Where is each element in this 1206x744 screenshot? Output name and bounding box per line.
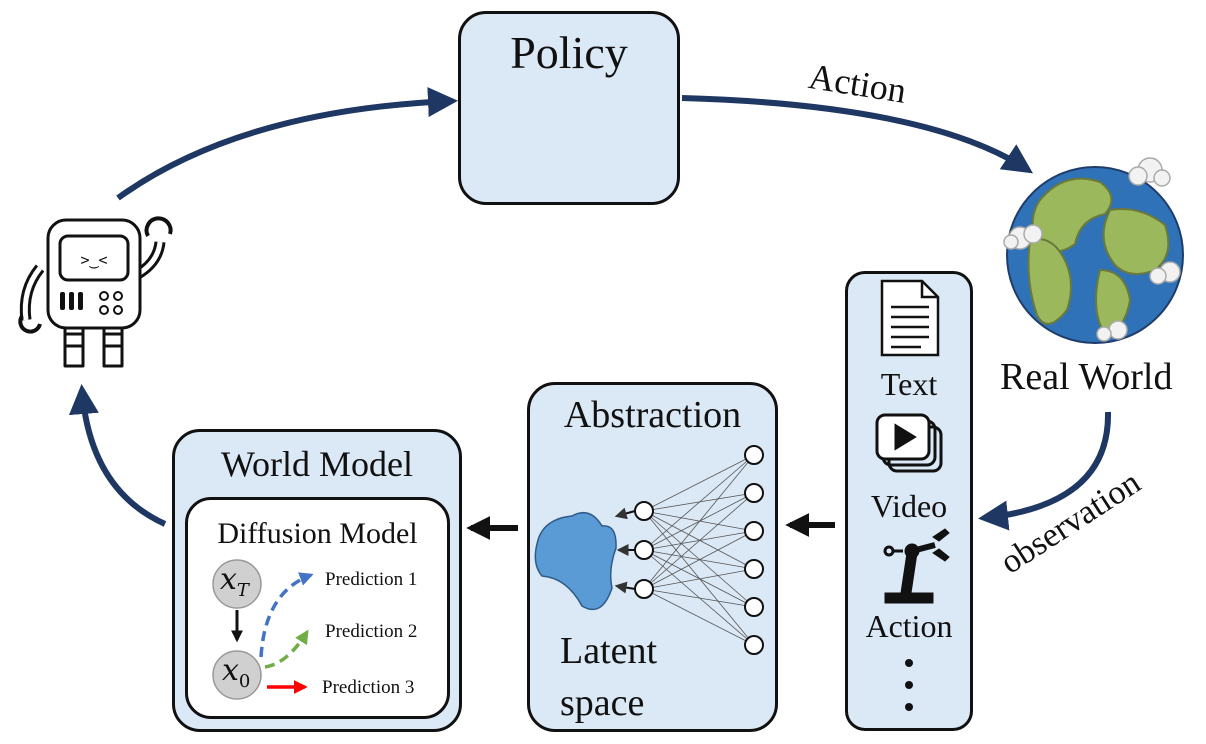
x-t-node — [212, 559, 262, 609]
prediction-1-arrow — [259, 572, 314, 658]
x-0-node — [212, 650, 262, 700]
diffusion-flow — [212, 559, 314, 700]
prediction-3-label: Prediction 3 — [322, 677, 415, 698]
modality-action-label: Action — [865, 608, 953, 644]
world-model-title: World Model — [220, 444, 414, 484]
x-0-label: x0 — [222, 653, 251, 692]
modality-text-label: Text — [880, 366, 938, 402]
policy-box — [458, 11, 680, 205]
real-world-label: Real World — [1000, 356, 1173, 398]
latent-space-label-line1: Latent — [560, 630, 658, 672]
latent-space-label-line2: space — [560, 682, 645, 724]
modality-video-label: Video — [870, 488, 948, 524]
policy-title: Policy — [510, 27, 628, 78]
diffusion-model-title: Diffusion Model — [217, 517, 418, 550]
prediction-1-label: Prediction 1 — [325, 569, 418, 590]
agent-to-policy-arrow — [116, 87, 458, 201]
video-play-icon — [875, 413, 943, 473]
robot-arm-icon — [883, 528, 950, 604]
worldmodel-to-agent-arrow — [68, 384, 167, 527]
latent-blob — [534, 511, 617, 611]
neural-network-diagram — [534, 445, 764, 655]
globe-icon — [1003, 157, 1184, 344]
prediction-2-arrow — [264, 629, 309, 669]
robot-icon: >‿< — [18, 216, 173, 368]
observation-arrow — [978, 411, 1112, 531]
ellipsis-icon — [905, 659, 913, 711]
x-t-label: xT — [220, 562, 249, 601]
document-icon — [880, 279, 940, 357]
prediction-2-label: Prediction 2 — [325, 621, 418, 642]
policy-to-world-arrow — [681, 95, 1034, 174]
modalities-icons — [875, 279, 950, 711]
svg-text:>‿<: >‿< — [80, 251, 107, 269]
abstraction-title: Abstraction — [563, 394, 742, 436]
